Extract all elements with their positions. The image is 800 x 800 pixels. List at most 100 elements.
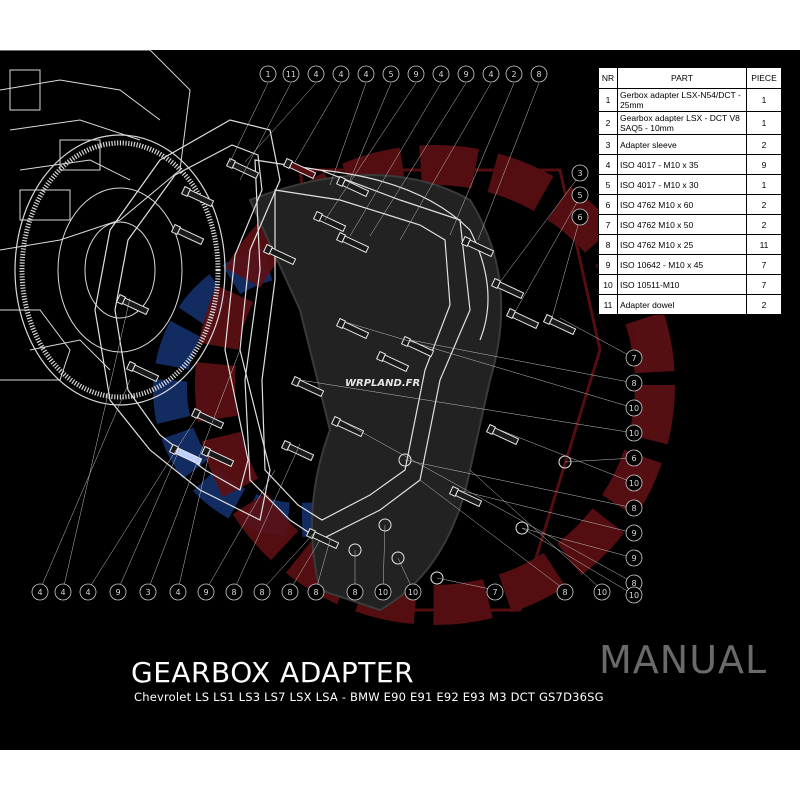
parts-table-header-row: NR PART PIECE [598, 67, 782, 89]
callout-label: 8 [536, 70, 541, 79]
callout-8: 8 [625, 374, 643, 392]
callout-10: 10 [625, 474, 643, 492]
watermark-text: WRPLAND.FR [345, 378, 420, 389]
callout-label: 9 [203, 588, 208, 597]
callout-label: 9 [631, 529, 636, 538]
callout-label: 4 [363, 70, 368, 79]
header-part: PART [617, 67, 747, 89]
row-nr: 10 [598, 274, 618, 295]
callout-4: 4 [169, 583, 187, 601]
callout-label: 10 [629, 591, 639, 600]
callout-label: 8 [313, 588, 318, 597]
callout-8: 8 [225, 583, 243, 601]
callout-label: 4 [60, 588, 65, 597]
callout-5: 5 [382, 65, 400, 83]
callout-10: 10 [625, 586, 643, 604]
callout-9: 9 [197, 583, 215, 601]
callout-9: 9 [457, 65, 475, 83]
callout-label: 8 [631, 379, 636, 388]
row-nr: 4 [598, 154, 618, 175]
callout-label: 3 [577, 169, 582, 178]
callout-label: 1 [265, 70, 270, 79]
adapter-plate-2 [244, 159, 489, 541]
callout-8: 8 [625, 499, 643, 517]
callout-6: 6 [571, 208, 589, 226]
callout-10: 10 [404, 583, 422, 601]
callout-10: 10 [625, 424, 643, 442]
callout-label: 10 [597, 588, 607, 597]
row-nr: 2 [598, 111, 618, 135]
callout-label: 4 [338, 70, 343, 79]
callout-label: 8 [631, 504, 636, 513]
row-piece: 2 [746, 134, 782, 155]
callout-4: 4 [54, 583, 72, 601]
row-nr: 9 [598, 254, 618, 275]
page-title: GEARBOX ADAPTER [131, 656, 415, 689]
row-part: ISO 4762 M10 x 25 [617, 234, 747, 255]
header-nr: NR [598, 67, 618, 89]
callout-label: 2 [511, 70, 516, 79]
callout-label: 8 [259, 588, 264, 597]
callout-7: 7 [486, 583, 504, 601]
callout-3: 3 [139, 583, 157, 601]
callout-5: 5 [571, 186, 589, 204]
callouts-right-upper: 3 5 6 [571, 164, 589, 226]
callout-label: 9 [413, 70, 418, 79]
flywheel [14, 134, 226, 406]
callout-7: 7 [625, 349, 643, 367]
page-subtitle: Chevrolet LS LS1 LS3 LS7 LSX LSA - BMW E… [134, 690, 604, 704]
callout-10: 10 [374, 583, 392, 601]
callout-9: 9 [407, 65, 425, 83]
leader-lines [39, 82, 635, 596]
callout-label: 9 [115, 588, 120, 597]
row-piece: 1 [746, 88, 782, 112]
row-piece: 2 [746, 194, 782, 215]
callout-8: 8 [556, 583, 574, 601]
callout-label: 8 [287, 588, 292, 597]
callout-label: 3 [145, 588, 150, 597]
row-piece: 7 [746, 254, 782, 275]
callout-label: 4 [438, 70, 443, 79]
callout-2: 2 [505, 65, 523, 83]
manual-label: MANUAL [599, 638, 768, 682]
row-nr: 5 [598, 174, 618, 195]
row-part: ISO 4762 M10 x 60 [617, 194, 747, 215]
callout-9: 9 [625, 549, 643, 567]
callout-label: 8 [352, 588, 357, 597]
header-piece: PIECE [746, 67, 782, 89]
row-nr: 11 [598, 294, 618, 315]
callout-label: 10 [629, 429, 639, 438]
callout-8: 8 [307, 583, 325, 601]
row-nr: 3 [598, 134, 618, 155]
callout-label: 4 [488, 70, 493, 79]
callout-label: 8 [562, 588, 567, 597]
callout-8: 8 [530, 65, 548, 83]
callout-label: 7 [631, 354, 636, 363]
callout-4: 4 [357, 65, 375, 83]
row-part: ISO 10642 - M10 x 45 [617, 254, 747, 275]
row-nr: 8 [598, 234, 618, 255]
callout-6: 6 [625, 449, 643, 467]
callout-label: 9 [631, 554, 636, 563]
row-nr: 1 [598, 88, 618, 112]
callout-11: 11 [282, 65, 300, 83]
row-piece: 9 [746, 154, 782, 175]
callout-label: 10 [629, 479, 639, 488]
callout-label: 5 [577, 191, 582, 200]
callout-label: 10 [378, 588, 388, 597]
row-part: ISO 10511-M10 [617, 274, 747, 295]
row-piece: 1 [746, 174, 782, 195]
callout-4: 4 [432, 65, 450, 83]
